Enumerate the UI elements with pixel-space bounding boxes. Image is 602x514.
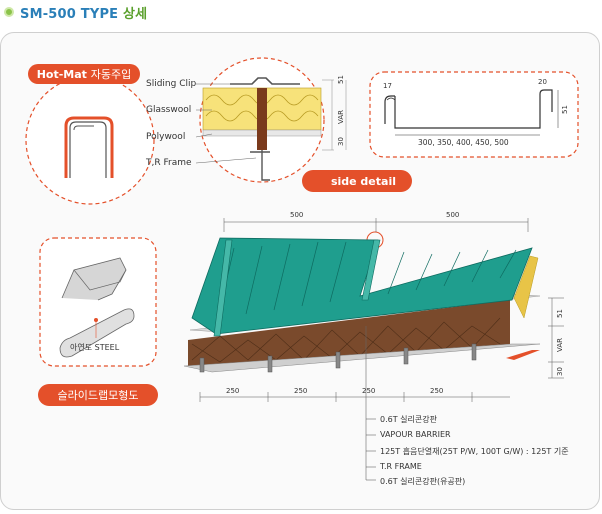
roof-drawing bbox=[183, 237, 541, 373]
legend-item-4: T.R FRAME bbox=[380, 462, 422, 471]
title-korean: 상세 bbox=[122, 6, 148, 22]
teal-roof-panel bbox=[191, 237, 533, 335]
detail-dim-30: 30 bbox=[337, 137, 345, 146]
slide-lap-badge: 슬라이드랩모형도 bbox=[38, 384, 158, 406]
bottom-dim-2: 250 bbox=[294, 387, 308, 395]
right-dim-30: 30 bbox=[556, 367, 564, 376]
profile-dim-51: 51 bbox=[561, 105, 569, 114]
center-section-drawing bbox=[202, 77, 334, 181]
profile-dim-20: 20 bbox=[538, 78, 547, 86]
slide-lap-label: 슬라이드랩모형도 bbox=[57, 389, 139, 402]
top-dim-left: 500 bbox=[290, 211, 304, 219]
label-tr-frame: T,R Frame bbox=[146, 158, 192, 168]
profile-dim-17: 17 bbox=[383, 82, 392, 90]
right-dim-51: 51 bbox=[556, 309, 564, 318]
detail-dim-51: 51 bbox=[337, 75, 345, 84]
profile-box bbox=[369, 71, 579, 158]
page-title: SM-500 TYPE 상세 bbox=[4, 4, 148, 22]
slide-lap-box bbox=[39, 237, 157, 367]
label-glasswool: Glasswool bbox=[146, 105, 192, 115]
hotmat-seam-drawing bbox=[64, 116, 114, 178]
right-dim-lines bbox=[548, 297, 564, 379]
hotmat-detail-circle bbox=[25, 75, 155, 205]
bottom-dim-1: 250 bbox=[226, 387, 240, 395]
label-polywool: Polywool bbox=[146, 132, 186, 142]
top-dim-lines bbox=[223, 218, 529, 232]
legend-leaders bbox=[365, 326, 376, 481]
detail-dim-lines bbox=[331, 80, 347, 150]
profile-drawing bbox=[384, 89, 559, 136]
hotmat-text: 자동주입 bbox=[90, 68, 132, 81]
steel-label: 아연도 STEEL bbox=[70, 343, 120, 352]
detail-dim-var: VAR bbox=[337, 110, 345, 124]
hotmat-badge: Hot-Mat 자동주입 bbox=[28, 64, 140, 84]
legend-item-5: 0.6T 실리콘강판(유공판) bbox=[380, 477, 466, 486]
bottom-dim-3: 250 bbox=[362, 387, 376, 395]
legend-item-3: 125T 흡음단열재(25T P/W, 100T G/W) : 125T 기준 bbox=[380, 447, 569, 456]
bottom-dim-lines bbox=[199, 392, 510, 402]
side-detail-label: side detail bbox=[330, 174, 396, 188]
tr-frame-feet bbox=[199, 343, 477, 373]
bottom-dim-4: 250 bbox=[430, 387, 444, 395]
detail-leaders bbox=[195, 83, 257, 164]
side-detail-badge: side detail bbox=[302, 170, 412, 192]
label-sliding-clip: Sliding Clip bbox=[146, 79, 197, 89]
side-insulation bbox=[513, 255, 539, 319]
legend-item-2: VAPOUR BARRIER bbox=[380, 430, 451, 439]
profile-widths: 300, 350, 400, 450, 500 bbox=[418, 138, 509, 147]
slide-lap-drawing bbox=[59, 257, 135, 358]
hotmat-brand: Hot-Mat bbox=[36, 67, 87, 81]
top-dim-right: 500 bbox=[446, 211, 460, 219]
bullet-icon bbox=[4, 7, 14, 17]
right-dim-var: VAR bbox=[556, 338, 564, 352]
title-model: SM-500 TYPE bbox=[20, 6, 119, 22]
legend-item-1: 0.6T 실리콘강판 bbox=[380, 415, 437, 424]
